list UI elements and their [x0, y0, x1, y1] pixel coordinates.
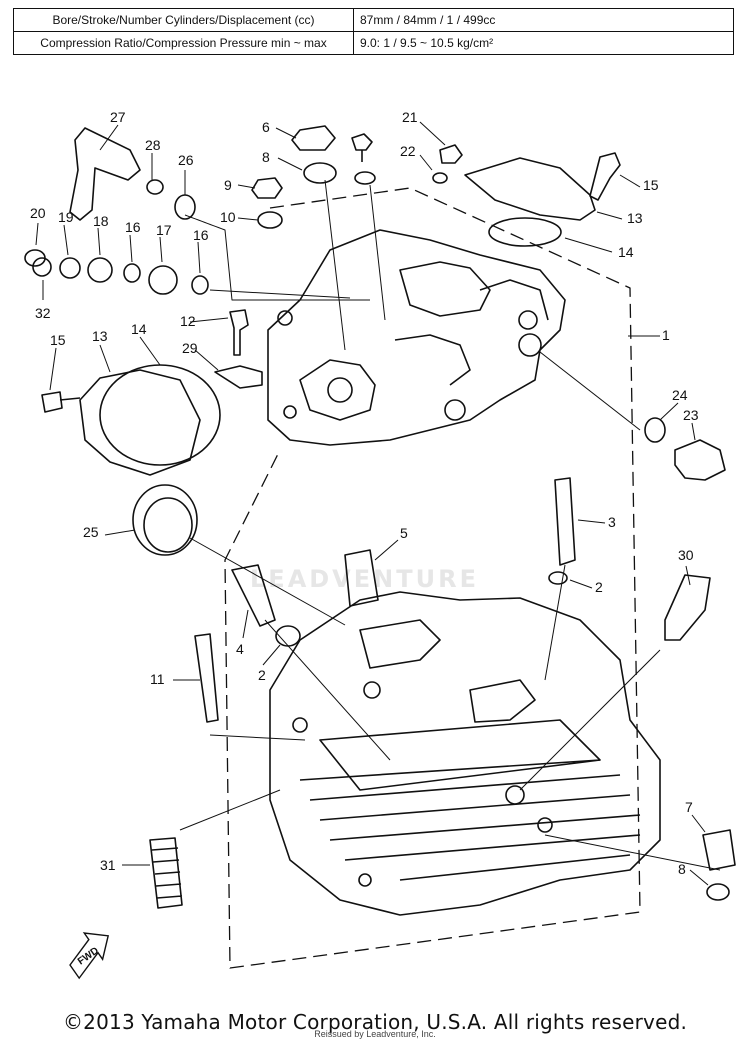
callout-2-right: 2 [595, 579, 603, 595]
cap-5 [344, 549, 379, 607]
callout-29: 29 [182, 340, 198, 356]
callout-24: 24 [672, 387, 688, 403]
bearing-18 [87, 257, 113, 283]
washer-16a [123, 263, 141, 283]
callout-4: 4 [236, 641, 244, 657]
washer-19 [59, 257, 81, 279]
callout-2-left: 2 [258, 667, 266, 683]
reissue-note: Reissued by Leadventure, Inc. [314, 1029, 436, 1039]
stud-11 [194, 633, 219, 723]
copyright-footer: ©2013 Yamaha Motor Corporation, U.S.A. A… [62, 1010, 688, 1034]
washer-22a [354, 171, 376, 185]
exploded-parts-diagram: 27 28 26 6 21 8 22 9 10 15 13 14 20 19 1… [24, 109, 736, 980]
spec-label: Bore/Stroke/Number Cylinders/Displacemen… [13, 8, 354, 32]
callout-13: 13 [627, 210, 643, 226]
callout-11: 11 [150, 671, 165, 687]
bolt-12 [229, 309, 249, 356]
callout-6: 6 [262, 119, 270, 135]
gear-17 [148, 265, 178, 295]
callout-18: 18 [93, 213, 109, 229]
callout-21: 21 [402, 109, 418, 125]
callout-19: 19 [58, 209, 74, 225]
callout-25: 25 [83, 524, 99, 540]
bolt-21a [351, 133, 373, 162]
bolt-21b [439, 144, 463, 164]
spec-value: 9.0: 1 / 9.5 ~ 10.5 kg/cm² [353, 31, 734, 55]
washer-10 [257, 211, 283, 229]
washer-22b [432, 172, 448, 184]
gasket-14-left [99, 364, 221, 466]
callout-16b: 16 [193, 227, 209, 243]
leader-lines [35, 121, 721, 886]
guide-3 [554, 477, 576, 566]
gasket-14-right [488, 217, 562, 247]
callout-27: 27 [110, 109, 126, 125]
nut-9 [251, 177, 283, 199]
callout-7: 7 [685, 799, 693, 815]
callout-14: 14 [618, 244, 634, 260]
washer-28 [146, 179, 164, 195]
callout-13-left: 13 [92, 328, 108, 344]
washer-8 [303, 162, 337, 184]
callout-labels: 27 28 26 6 21 8 22 9 10 15 13 14 20 19 1… [30, 109, 699, 877]
washer-8-bottom [706, 883, 730, 901]
nut-6 [291, 125, 336, 151]
callout-30: 30 [678, 547, 694, 563]
seal-25 [132, 484, 198, 556]
callout-8-bottom: 8 [678, 861, 686, 877]
rocker-arm [69, 127, 141, 221]
spec-row: Bore/Stroke/Number Cylinders/Displacemen… [13, 8, 734, 32]
callout-8: 8 [262, 149, 270, 165]
washer-24 [644, 417, 666, 443]
callout-26: 26 [178, 152, 194, 168]
spec-value: 87mm / 84mm / 1 / 499cc [353, 8, 734, 32]
spec-label: Compression Ratio/Compression Pressure m… [13, 31, 354, 55]
side-cover-13-right [464, 157, 596, 221]
callout-32: 32 [35, 305, 51, 321]
guide-4 [231, 564, 276, 627]
watermark: LEADVENTURE [250, 565, 479, 593]
bolt-15-right [589, 152, 621, 201]
callout-31: 31 [100, 857, 116, 873]
head-cover [267, 229, 566, 446]
callout-23: 23 [683, 407, 699, 423]
bracket-29 [214, 365, 263, 389]
spring-31 [149, 837, 183, 909]
callout-16a: 16 [125, 219, 141, 235]
callout-1: 1 [662, 327, 670, 343]
spec-row: Compression Ratio/Compression Pressure m… [13, 31, 734, 55]
oring-2-right [548, 571, 568, 585]
plug-23 [674, 439, 726, 481]
callout-9: 9 [224, 177, 232, 193]
callout-20: 20 [30, 205, 46, 221]
cap-7 [702, 829, 736, 871]
spark-plug-30 [664, 574, 711, 641]
callout-10: 10 [220, 209, 236, 225]
oring-32 [32, 257, 52, 277]
callout-14-left: 14 [131, 321, 147, 337]
callout-15-left: 15 [50, 332, 66, 348]
spec-table: Bore/Stroke/Number Cylinders/Displacemen… [13, 8, 734, 55]
washer-16b [191, 275, 209, 295]
callout-28: 28 [145, 137, 161, 153]
callout-3: 3 [608, 514, 616, 530]
bolt-15-left [41, 391, 81, 413]
callout-5: 5 [400, 525, 408, 541]
fwd-arrow-icon: FWD [69, 932, 110, 980]
cylinder-head [269, 591, 661, 916]
callout-12: 12 [180, 313, 196, 329]
callout-22: 22 [400, 143, 416, 159]
callout-17: 17 [156, 222, 172, 238]
assembly-outline [224, 187, 641, 969]
side-cover-13-left [79, 369, 201, 476]
callout-15: 15 [643, 177, 659, 193]
